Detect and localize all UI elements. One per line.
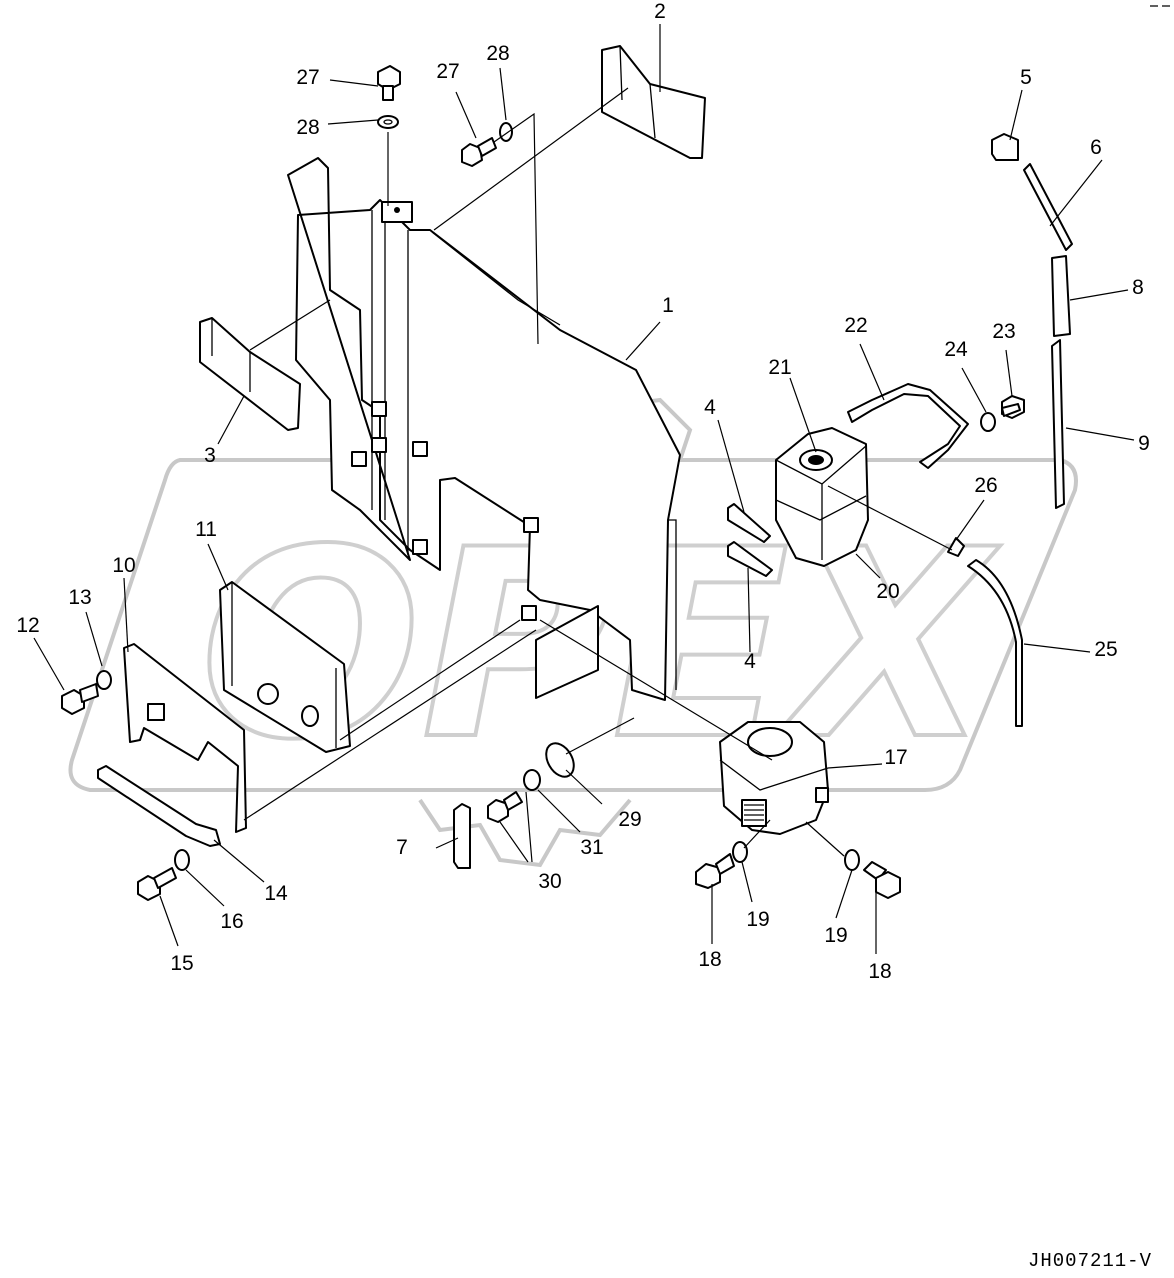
callout-5: 5 bbox=[1020, 66, 1032, 89]
callout-14: 14 bbox=[264, 882, 288, 905]
callout-22: 22 bbox=[844, 314, 867, 337]
part-17-pump-assembly bbox=[719, 721, 829, 835]
callout-28-top: 28 bbox=[296, 116, 319, 139]
part-3-foam-block bbox=[199, 317, 301, 431]
callout-28-mid: 28 bbox=[486, 42, 509, 65]
callout-31: 31 bbox=[580, 836, 603, 859]
part-15-bolt bbox=[137, 867, 177, 901]
callout-16: 16 bbox=[220, 910, 243, 933]
part-11-controller bbox=[219, 581, 351, 753]
callout-7: 7 bbox=[396, 836, 408, 859]
part-1-main-panel bbox=[287, 157, 681, 701]
callout-15: 15 bbox=[170, 952, 193, 975]
callout-25: 25 bbox=[1094, 638, 1117, 661]
part-18-bolt-right bbox=[863, 861, 901, 899]
callout-3: 3 bbox=[204, 444, 216, 467]
part-31-washer bbox=[523, 769, 541, 791]
callout-4-lower: 4 bbox=[744, 650, 756, 673]
callout-10: 10 bbox=[112, 554, 135, 577]
part-19-washer-right bbox=[844, 849, 860, 871]
part-14-bar bbox=[97, 765, 221, 847]
part-26-clip bbox=[947, 537, 965, 557]
callout-19-right: 19 bbox=[824, 924, 847, 947]
callout-4-upper: 4 bbox=[704, 396, 716, 419]
callout-27-top: 27 bbox=[296, 66, 319, 89]
part-2-foam-block bbox=[601, 45, 706, 159]
part-28-washer-top bbox=[377, 115, 399, 129]
callout-17: 17 bbox=[884, 746, 907, 769]
callout-2: 2 bbox=[654, 0, 666, 23]
callout-26: 26 bbox=[974, 474, 997, 497]
part-29-disc bbox=[545, 742, 575, 778]
callout-21: 21 bbox=[768, 356, 791, 379]
callout-18-right: 18 bbox=[868, 960, 891, 983]
callout-9: 9 bbox=[1138, 432, 1150, 455]
part-20-tank bbox=[775, 427, 869, 567]
callout-12: 12 bbox=[16, 614, 39, 637]
callout-6: 6 bbox=[1090, 136, 1102, 159]
callout-29: 29 bbox=[618, 808, 641, 831]
part-23-bolt bbox=[1001, 395, 1025, 419]
part-4-pad-upper bbox=[727, 503, 771, 543]
callout-13: 13 bbox=[68, 586, 91, 609]
panel-bracket bbox=[535, 605, 599, 699]
drawing-code: JH007211-V bbox=[1028, 1250, 1152, 1272]
part-16-washer bbox=[174, 849, 190, 871]
callout-labels: 2 3 1 4 4 5 6 7 8 9 10 11 12 13 14 15 16… bbox=[16, 0, 1150, 983]
part-24-washer bbox=[980, 412, 996, 432]
part-27-bolt-top bbox=[377, 65, 401, 101]
part-25-hose bbox=[967, 559, 1023, 727]
part-30-bolt bbox=[487, 791, 523, 823]
part-18-bolt-left bbox=[695, 853, 735, 889]
callout-11: 11 bbox=[195, 518, 217, 541]
part-19-washer-left bbox=[732, 841, 748, 863]
callout-27-mid: 27 bbox=[436, 60, 459, 83]
part-27-bolt-mid bbox=[461, 137, 497, 167]
part-13-washer bbox=[96, 670, 112, 690]
part-7-block bbox=[453, 803, 471, 869]
callout-1: 1 bbox=[662, 294, 674, 317]
part-10-bracket bbox=[123, 643, 247, 833]
part-12-bolt bbox=[61, 683, 99, 715]
callout-19-left: 19 bbox=[746, 908, 769, 931]
part-4-pad-lower bbox=[727, 541, 773, 577]
leader-lines bbox=[33, 24, 1135, 954]
callout-18-left: 18 bbox=[698, 948, 721, 971]
callout-20: 20 bbox=[876, 580, 899, 603]
part-28-washer-mid bbox=[499, 122, 513, 142]
assembly-lines bbox=[243, 87, 953, 857]
callout-30: 30 bbox=[538, 870, 561, 893]
callout-24: 24 bbox=[944, 338, 968, 361]
part-5-block bbox=[991, 133, 1019, 161]
callout-8: 8 bbox=[1132, 276, 1144, 299]
part-9-strip bbox=[1051, 339, 1065, 509]
part-22-band bbox=[847, 383, 969, 469]
callout-23: 23 bbox=[992, 320, 1015, 343]
part-8-strip bbox=[1051, 255, 1071, 337]
